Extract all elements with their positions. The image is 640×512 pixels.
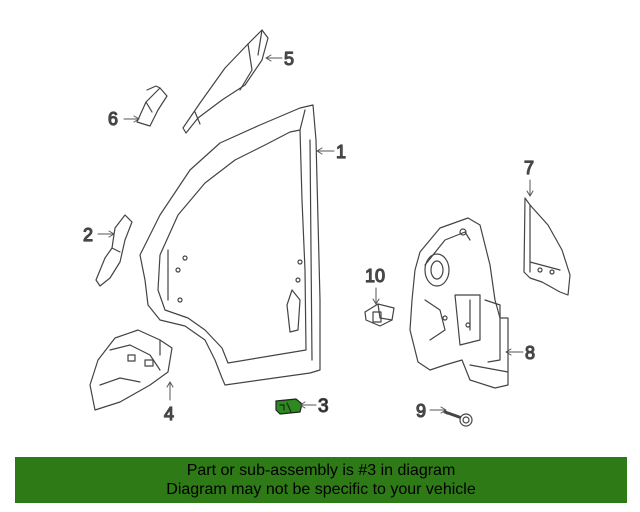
callout-7: 7 bbox=[524, 158, 534, 178]
part-5-pillar-trim[interactable] bbox=[182, 29, 269, 134]
part-1-door-frame[interactable] bbox=[139, 104, 321, 386]
callout-9: 9 bbox=[416, 401, 426, 421]
part-8-door-panel[interactable] bbox=[409, 217, 509, 389]
banner-line-part: Part or sub-assembly is #3 in diagram bbox=[186, 462, 456, 479]
part-9-bolt[interactable] bbox=[443, 409, 473, 427]
part-10-clip[interactable] bbox=[364, 303, 395, 327]
callout-8: 8 bbox=[525, 343, 535, 363]
part-4-reinforcement[interactable] bbox=[89, 329, 173, 411]
callout-4: 4 bbox=[164, 404, 174, 424]
part-6-bracket[interactable] bbox=[136, 85, 168, 127]
info-banner: Part or sub-assembly is #3 in diagram Di… bbox=[15, 457, 627, 503]
callout-3: 3 bbox=[318, 396, 329, 417]
banner-line-disclaimer: Diagram may not be specific to your vehi… bbox=[166, 481, 476, 498]
leader-lines bbox=[97, 54, 534, 414]
callout-1: 1 bbox=[336, 142, 346, 162]
part-7-seal[interactable] bbox=[523, 197, 571, 296]
exploded-parts-diagram: 1 5 6 2 4 3 10 7 8 9 bbox=[82, 29, 571, 427]
callout-5: 5 bbox=[284, 49, 294, 69]
part-2-bracket[interactable] bbox=[95, 214, 133, 287]
callout-2: 2 bbox=[83, 225, 93, 245]
callout-10: 10 bbox=[365, 266, 385, 286]
callout-6: 6 bbox=[108, 109, 118, 129]
part-3-highlighted[interactable] bbox=[275, 398, 303, 415]
